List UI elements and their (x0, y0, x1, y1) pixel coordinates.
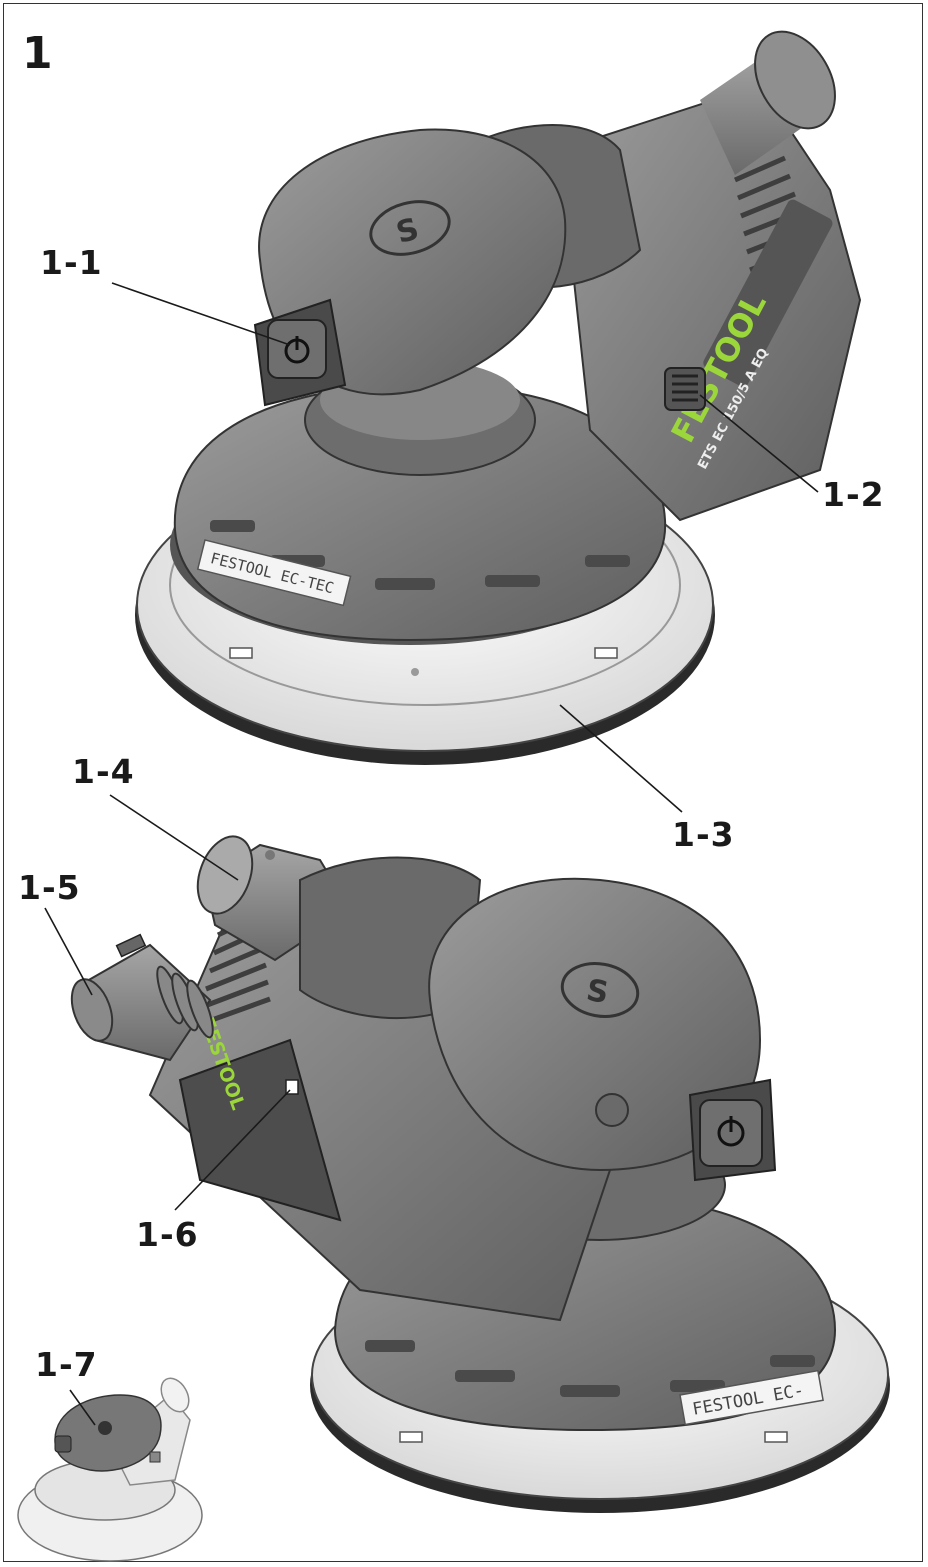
callout-1-4: 1-4 (72, 752, 135, 791)
display-panel (178, 1038, 342, 1222)
callout-1-2: 1-2 (822, 475, 885, 514)
logo-badge-bottom (560, 962, 640, 1018)
sander-bottom: FESTOOL EC- FESTOOL (70, 835, 890, 1513)
sander-thumbnail (17, 1377, 203, 1562)
logo-badge-top (369, 200, 451, 256)
on-off-switch-bottom (688, 1078, 777, 1182)
callout-1-5: 1-5 (18, 868, 81, 907)
leader-1-1 (111, 282, 291, 346)
leader-1-5 (44, 907, 93, 996)
callout-1-6: 1-6 (136, 1215, 199, 1254)
callout-1-1: 1-1 (40, 243, 103, 282)
leader-1-3 (559, 704, 683, 813)
leader-1-7 (69, 1389, 96, 1426)
figure-number: 1 (22, 28, 53, 79)
leader-1-6 (174, 1089, 291, 1211)
on-off-switch-top (253, 298, 347, 407)
callout-1-3: 1-3 (672, 815, 735, 854)
callout-1-7: 1-7 (35, 1345, 98, 1384)
sander-top: FESTOOL EC-TEC FESTOOL ETS EC 150/5 A EQ (135, 30, 862, 765)
speed-wheel-top (664, 367, 706, 411)
power-connector (70, 933, 214, 1062)
dust-port-top (700, 30, 836, 175)
leader-lines (44, 282, 819, 1426)
leader-1-4 (109, 794, 239, 881)
leader-1-2 (699, 394, 819, 493)
